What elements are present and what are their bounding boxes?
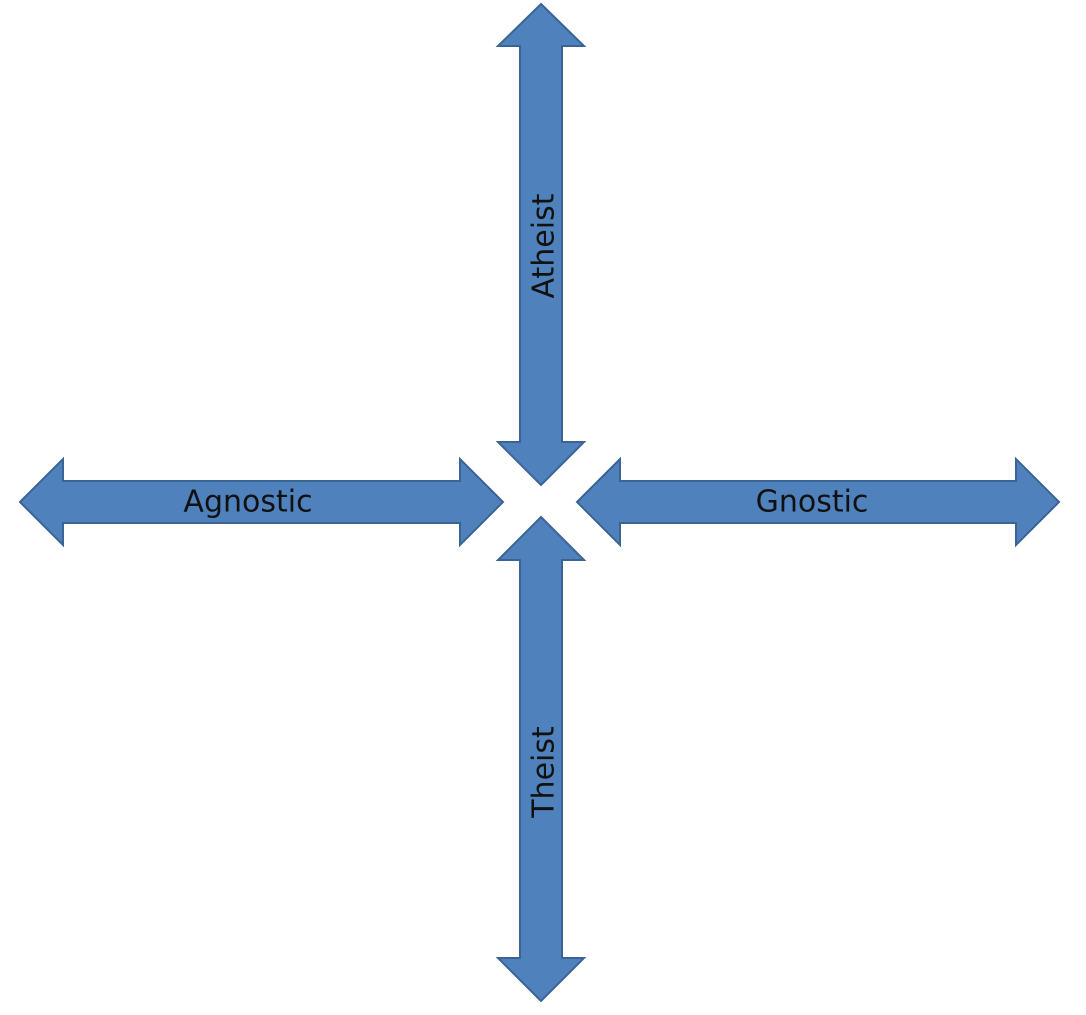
theist-arrow: Theist: [495, 515, 587, 1003]
theist-arrow-shape: [495, 515, 587, 1003]
gnostic-arrow-shape: [575, 456, 1061, 548]
agnostic-arrow: Agnostic: [18, 456, 505, 548]
atheist-arrow: Atheist: [495, 2, 587, 487]
gnostic-arrow: Gnostic: [575, 456, 1061, 548]
atheist-label: Atheist: [527, 193, 562, 298]
atheist-arrow-shape: [495, 2, 587, 487]
gnostic-label: Gnostic: [756, 485, 869, 520]
theist-label: Theist: [527, 726, 562, 819]
agnostic-label: Agnostic: [183, 485, 312, 520]
agnostic-arrow-shape: [18, 456, 505, 548]
